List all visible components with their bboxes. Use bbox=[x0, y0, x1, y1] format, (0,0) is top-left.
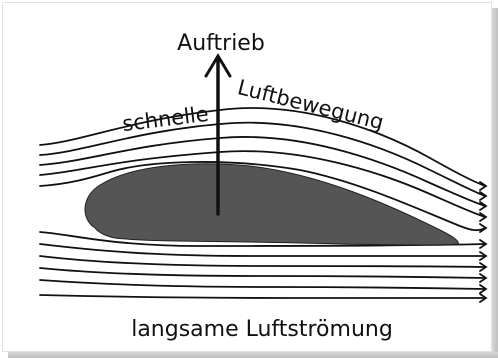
streamline-lower-6 bbox=[40, 295, 485, 298]
streamline-lower-3 bbox=[40, 256, 485, 267]
streamline-lower-4 bbox=[40, 268, 485, 278]
lift-label: Auftrieb bbox=[177, 31, 265, 56]
bottom-label: langsame Luftströmung bbox=[131, 317, 393, 342]
top-label-right: Luftbewegung bbox=[235, 75, 386, 134]
top-label-left: schnelle bbox=[121, 102, 210, 136]
streamline-lower-5 bbox=[40, 280, 485, 289]
airfoil-shape bbox=[85, 164, 458, 245]
streamline-arrowheads bbox=[480, 182, 486, 302]
